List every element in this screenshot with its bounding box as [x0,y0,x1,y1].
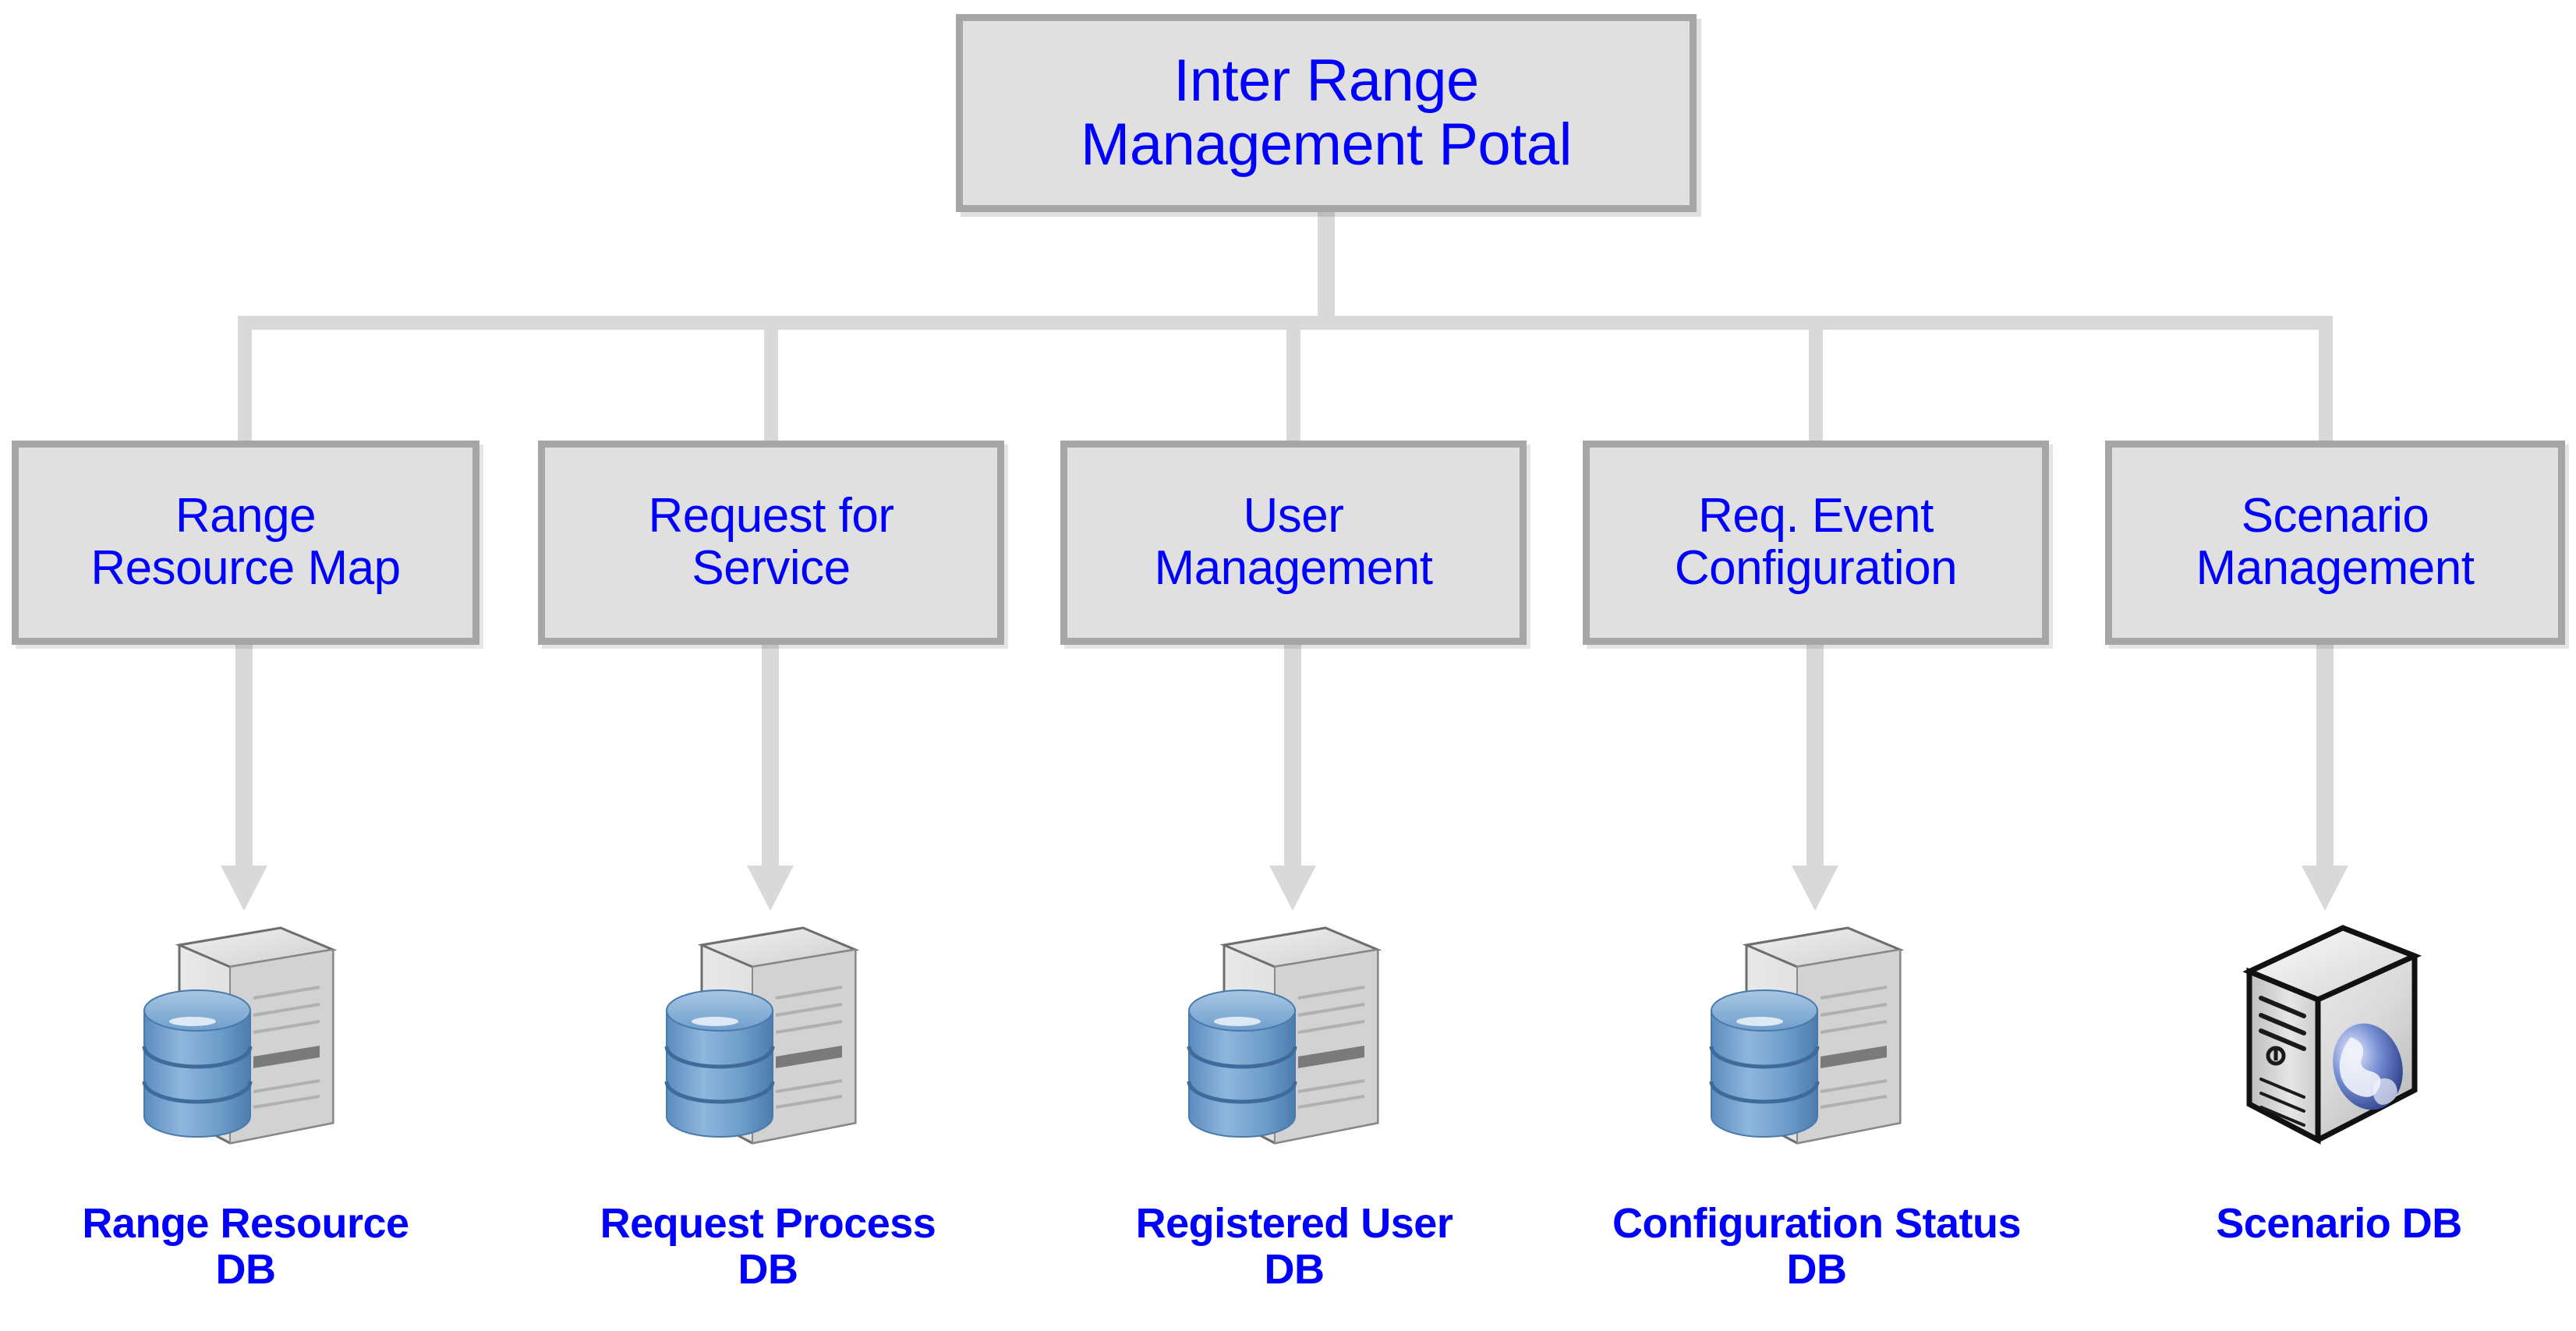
arrow-4 [2302,642,2348,911]
module-box-request-for-service[interactable]: Request for Service [538,441,1004,645]
connector-trunk [1318,212,1335,323]
db-cylinder [1187,989,1297,1138]
db-caption-request-process-db: Request Process DB [600,1200,936,1294]
module-box-req-event-configuration[interactable]: Req. Event Configuration [1583,441,2049,645]
connector-drop-4 [2319,316,2333,442]
db-caption-registered-user-db: Registered User DB [1135,1200,1453,1294]
db-cylinder [142,989,253,1138]
arrow-2 [1269,642,1316,911]
db-caption-scenario-db: Scenario DB [2216,1200,2462,1247]
connector-drop-3 [1809,316,1823,442]
globe-icon [2333,1023,2403,1110]
arrow-1 [747,642,794,911]
connector-drop-1 [764,316,778,442]
db-cylinder [664,989,775,1138]
arrow-3 [1792,642,1838,911]
web-server-globe-icon [2242,925,2422,1145]
database-server-icon [1709,926,1905,1145]
arrow-0 [221,642,267,911]
connector-bus [238,316,2333,330]
server-box [2242,925,2422,1145]
server-tower [697,926,860,1145]
module-box-user-management[interactable]: User Management [1060,441,1527,645]
db-caption-configuration-status-db: Configuration Status DB [1612,1200,2021,1294]
module-box-range-resource-map[interactable]: Range Resource Map [12,441,479,645]
database-server-icon [1187,926,1382,1145]
module-box-scenario-management[interactable]: Scenario Management [2105,441,2565,645]
database-server-icon [664,926,860,1145]
db-caption-range-resource-db: Range Resource DB [82,1200,409,1294]
connector-drop-0 [238,316,252,442]
portal-title-box[interactable]: Inter Range Management Potal [956,14,1697,212]
db-cylinder [1709,989,1820,1138]
connector-drop-2 [1286,316,1300,442]
database-server-icon [142,926,338,1145]
